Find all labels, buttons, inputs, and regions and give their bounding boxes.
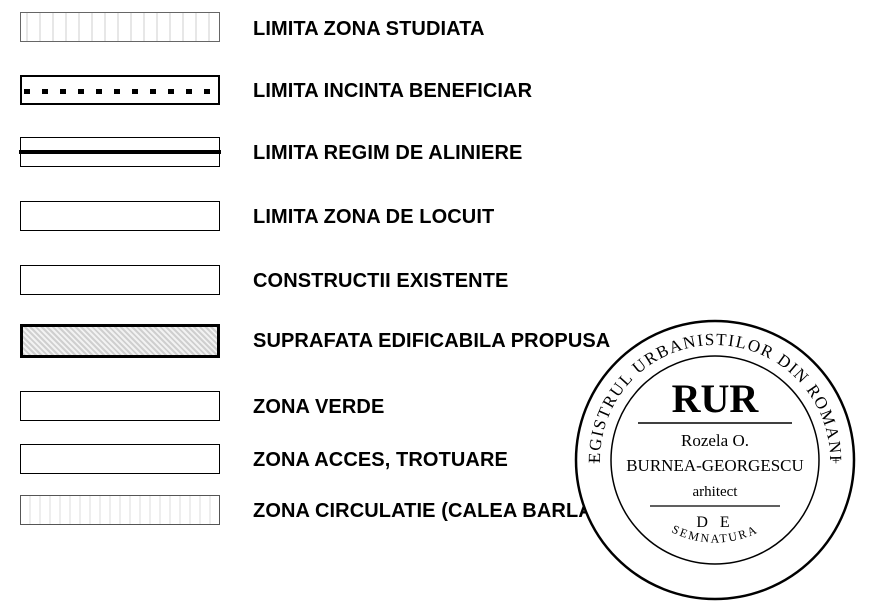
legend-row-zona-acces: ZONA ACCES, TROTUARE	[0, 441, 700, 481]
rur-stamp: REGISTRUL URBANISTILOR DIN ROMANIA SEMNA…	[570, 315, 860, 605]
legend-label: SUPRAFATA EDIFICABILA PROPUSA	[253, 330, 611, 352]
legend-label: ZONA VERDE	[253, 396, 385, 418]
symbol-access-sidewalk	[20, 444, 220, 474]
legend-row-incinta-beneficiar: LIMITA INCINTA BENEFICIAR	[0, 72, 700, 112]
stamp-name-line2: BURNEA-GEORGESCU	[626, 456, 804, 475]
symbol-existing-constructions	[20, 265, 220, 295]
symbol-dotted-boundary	[20, 75, 220, 105]
symbol-green-zone	[20, 391, 220, 421]
legend-row-zona-verde: ZONA VERDE	[0, 388, 700, 428]
stamp-left-symbol: +	[590, 454, 598, 469]
symbol-study-zone-limit	[20, 12, 220, 42]
stamp-line3: arhitect	[693, 484, 739, 500]
legend-label: LIMITA ZONA STUDIATA	[253, 18, 485, 40]
legend: LIMITA ZONA STUDIATA LIMITA INCINTA BENE…	[0, 10, 700, 532]
legend-label: LIMITA INCINTA BENEFICIAR	[253, 80, 533, 102]
legend-row-regim-aliniere: LIMITA REGIM DE ALINIERE	[0, 134, 700, 174]
legend-row-constructii-existente: CONSTRUCTII EXISTENTE	[0, 262, 700, 302]
stamp-graphic: REGISTRUL URBANISTILOR DIN ROMANIA SEMNA…	[570, 315, 856, 601]
legend-row-zona-circulatie: ZONA CIRCULATIE (CALEA BARLADULUI)	[0, 492, 700, 532]
legend-row-zona-studiata: LIMITA ZONA STUDIATA	[0, 10, 700, 50]
legend-label: ZONA CIRCULATIE (CALEA BARLADULUI)	[253, 500, 662, 522]
symbol-alignment-line	[19, 137, 221, 167]
symbol-residential-zone	[20, 201, 220, 231]
legend-label: CONSTRUCTII EXISTENTE	[253, 270, 509, 292]
legend-row-suprafata-edificabila: SUPRAFATA EDIFICABILA PROPUSA	[0, 322, 700, 362]
stamp-title: RUR	[672, 376, 760, 421]
legend-row-zona-locuit: LIMITA ZONA DE LOCUIT	[0, 198, 700, 238]
legend-label: LIMITA REGIM DE ALINIERE	[253, 142, 523, 164]
symbol-circulation-zone	[20, 495, 220, 525]
stamp-name-line1: Rozela O.	[681, 431, 749, 450]
stamp-right-symbol: +	[832, 454, 840, 469]
legend-label: LIMITA ZONA DE LOCUIT	[253, 206, 495, 228]
symbol-buildable-area	[20, 324, 220, 358]
stamp-line4: D E	[696, 514, 733, 531]
legend-label: ZONA ACCES, TROTUARE	[253, 449, 508, 471]
